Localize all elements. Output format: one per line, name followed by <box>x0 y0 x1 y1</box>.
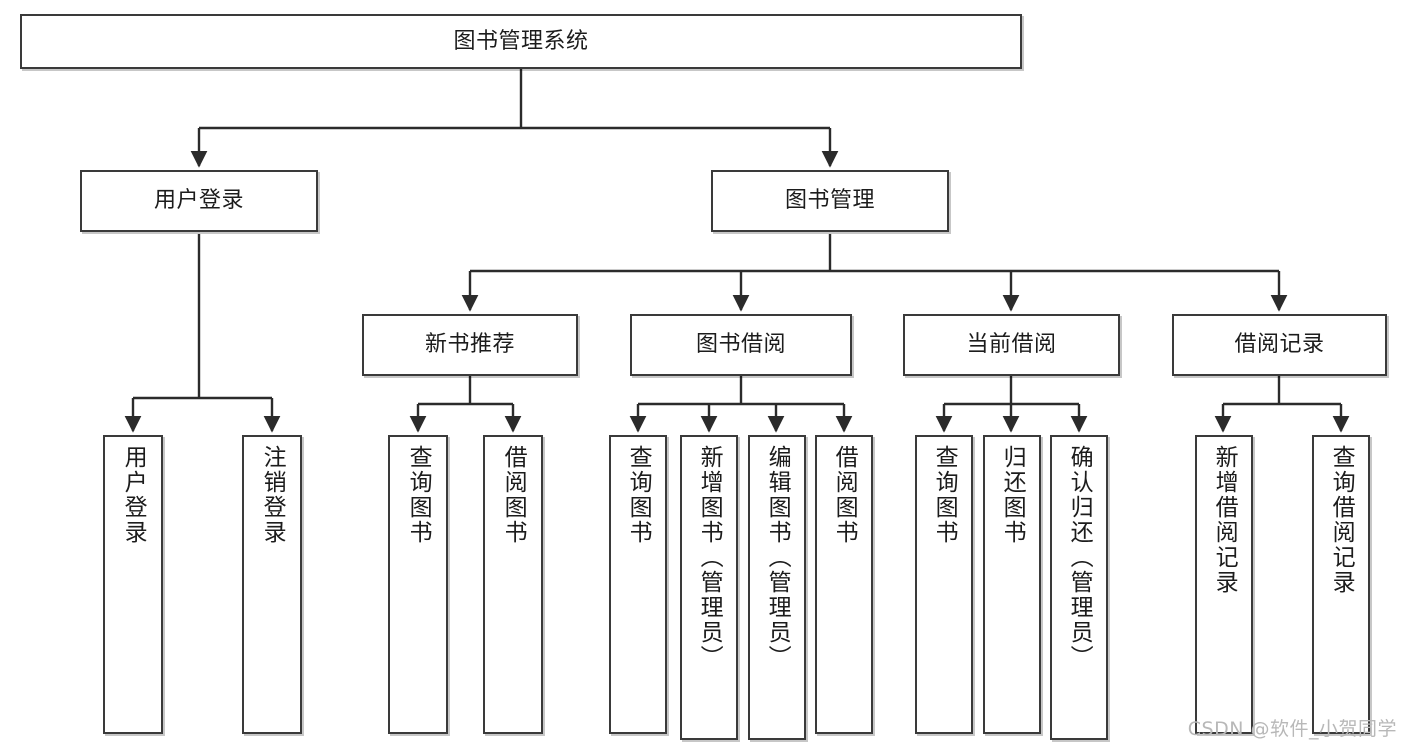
node-book-borrow[interactable]: 图书借阅 <box>630 314 852 376</box>
node-current-borrow-label: 当前借阅 <box>966 332 1057 358</box>
node-leaf-query-book-recommend-label: 查询图书 <box>405 445 432 545</box>
node-leaf-edit-book-admin-label: 编辑图书（管理员） <box>764 445 791 670</box>
node-new-book-recommend[interactable]: 新书推荐 <box>362 314 578 376</box>
node-user-login[interactable]: 用户登录 <box>80 170 318 232</box>
node-book-management-label: 图书管理 <box>784 188 875 214</box>
node-current-borrow[interactable]: 当前借阅 <box>903 314 1120 376</box>
node-new-book-recommend-label: 新书推荐 <box>424 332 515 358</box>
node-leaf-add-book-admin[interactable]: 新增图书（管理员） <box>680 435 738 740</box>
node-leaf-borrow-book-recommend-label: 借阅图书 <box>500 445 527 545</box>
node-leaf-confirm-return-admin-label: 确认归还（管理员） <box>1066 445 1093 670</box>
node-leaf-add-borrow-record-label: 新增借阅记录 <box>1211 445 1238 595</box>
node-root[interactable]: 图书管理系统 <box>20 14 1022 69</box>
node-leaf-user-login[interactable]: 用户登录 <box>103 435 163 734</box>
node-leaf-borrow-book-recommend[interactable]: 借阅图书 <box>483 435 543 734</box>
node-leaf-query-borrow-record[interactable]: 查询借阅记录 <box>1312 435 1370 734</box>
node-leaf-borrow-book[interactable]: 借阅图书 <box>815 435 873 734</box>
node-leaf-query-book-borrow-label: 查询图书 <box>625 445 652 545</box>
node-leaf-add-borrow-record[interactable]: 新增借阅记录 <box>1195 435 1253 734</box>
node-leaf-edit-book-admin[interactable]: 编辑图书（管理员） <box>748 435 806 740</box>
node-borrow-record-label: 借阅记录 <box>1234 332 1325 358</box>
node-leaf-confirm-return-admin[interactable]: 确认归还（管理员） <box>1050 435 1108 740</box>
node-leaf-query-book-current-label: 查询图书 <box>931 445 958 545</box>
node-leaf-query-book-recommend[interactable]: 查询图书 <box>388 435 448 734</box>
node-leaf-return-book[interactable]: 归还图书 <box>983 435 1041 734</box>
node-leaf-query-book-current[interactable]: 查询图书 <box>915 435 973 734</box>
node-leaf-user-login-label: 用户登录 <box>120 445 147 545</box>
node-book-management[interactable]: 图书管理 <box>711 170 949 232</box>
node-leaf-logout-label: 注销登录 <box>259 445 286 545</box>
node-leaf-return-book-label: 归还图书 <box>999 445 1026 545</box>
node-leaf-query-book-borrow[interactable]: 查询图书 <box>609 435 667 734</box>
node-leaf-logout[interactable]: 注销登录 <box>242 435 302 734</box>
node-book-borrow-label: 图书借阅 <box>695 332 786 358</box>
node-borrow-record[interactable]: 借阅记录 <box>1172 314 1387 376</box>
node-leaf-borrow-book-label: 借阅图书 <box>831 445 858 545</box>
watermark: CSDN @软件_小贺同学 <box>1187 718 1397 740</box>
node-leaf-add-book-admin-label: 新增图书（管理员） <box>696 445 723 670</box>
node-user-login-label: 用户登录 <box>153 188 244 214</box>
node-leaf-query-borrow-record-label: 查询借阅记录 <box>1328 445 1355 595</box>
node-root-label: 图书管理系统 <box>453 28 589 54</box>
